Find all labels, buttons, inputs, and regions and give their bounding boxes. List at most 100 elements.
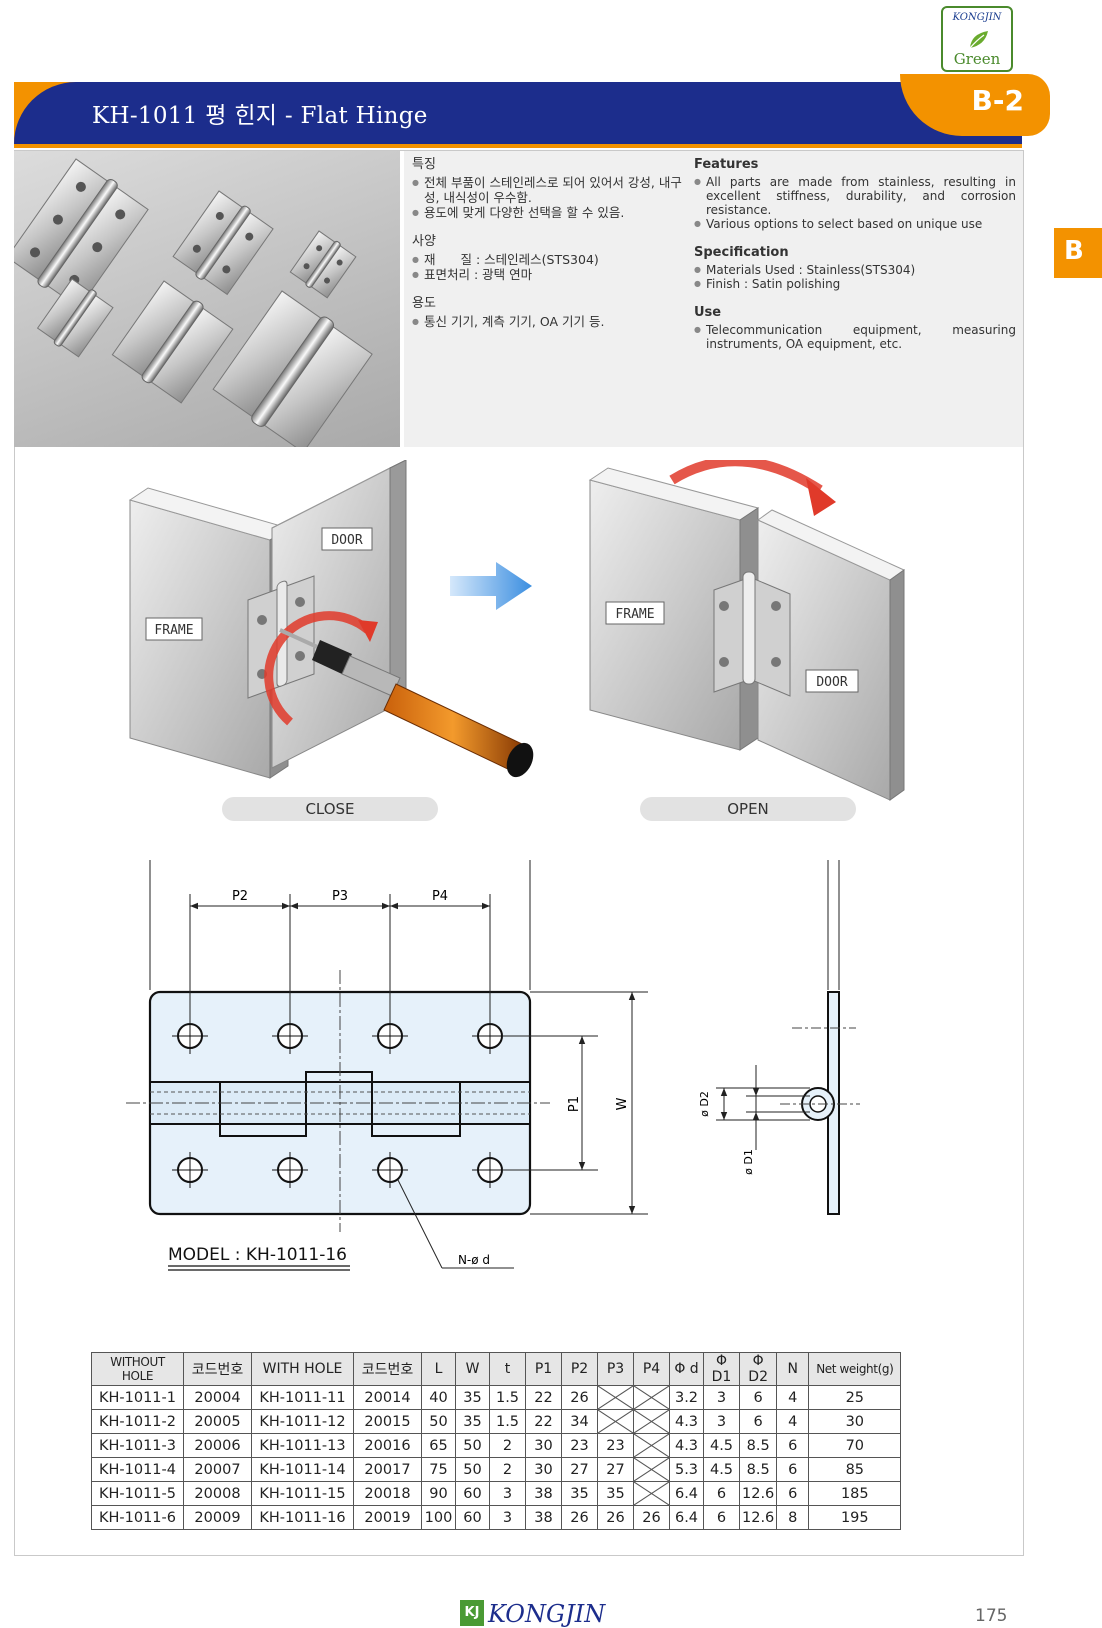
- table-cell: 23: [561, 1433, 598, 1458]
- dim-W: W: [615, 1097, 630, 1110]
- table-cell: 8.5: [738, 1457, 778, 1482]
- table-cell: 20015: [353, 1409, 422, 1434]
- table-cell: 20007: [183, 1457, 252, 1482]
- table-cell: 27: [561, 1457, 598, 1482]
- door-label-open: DOOR: [816, 675, 847, 690]
- table-cell: 6: [738, 1409, 778, 1434]
- table-cell: 6: [776, 1433, 810, 1458]
- col-P2: P2: [561, 1352, 598, 1386]
- table-cell: 27: [597, 1457, 634, 1482]
- table-cell: 20019: [353, 1505, 422, 1530]
- table-cell: 6: [703, 1505, 740, 1530]
- table-cell: 6.4: [669, 1481, 704, 1506]
- table-cell: 20006: [183, 1433, 252, 1458]
- dim-D2: ø D2: [698, 1091, 711, 1117]
- features-title-en: Features: [694, 157, 759, 172]
- logo-top-text: KONGJIN: [952, 12, 1002, 23]
- spec-title-en: Specification: [694, 245, 789, 260]
- table-cell: KH-1011-5: [91, 1481, 184, 1506]
- table-cell: 4.5: [703, 1457, 740, 1482]
- use-en: Telecommunication equipment, measuring i…: [694, 323, 1016, 351]
- table-cell: 4.3: [669, 1409, 704, 1434]
- table-cell: KH-1011-6: [91, 1505, 184, 1530]
- table-cell: KH-1011-14: [251, 1457, 354, 1482]
- table-cell: 25: [808, 1385, 902, 1410]
- table-cell: 26: [633, 1505, 670, 1530]
- table-cell: KH-1011-4: [91, 1457, 184, 1482]
- col-W: W: [455, 1352, 490, 1386]
- table-cell: 70: [808, 1433, 902, 1458]
- open-label: OPEN: [640, 797, 856, 821]
- footer-mark: KJ: [460, 1600, 484, 1626]
- table-cell: 8.5: [738, 1433, 778, 1458]
- table-cell: 20016: [353, 1433, 422, 1458]
- table-cell: KH-1011-16: [251, 1505, 354, 1530]
- table-cell: KH-1011-11: [251, 1385, 354, 1410]
- side-tab[interactable]: B: [1054, 228, 1102, 278]
- col-code: 코드번호: [353, 1352, 422, 1386]
- table-cell: 40: [421, 1385, 456, 1410]
- table-cell: 3: [489, 1481, 526, 1506]
- col-net-weight: Net weight(g): [808, 1352, 902, 1386]
- table-cell: KH-1011-1: [91, 1385, 184, 1410]
- table-cell: KH-1011-12: [251, 1409, 354, 1434]
- content-frame: [14, 150, 1024, 1556]
- table-cell: 6: [776, 1457, 810, 1482]
- brand-logo: KONGJIN Green: [941, 6, 1013, 72]
- feature-en: Various options to select based on uniqu…: [694, 217, 1016, 231]
- frame-label-open: FRAME: [615, 607, 654, 622]
- table-cell: 22: [525, 1385, 562, 1410]
- table-cell: KH-1011-3: [91, 1433, 184, 1458]
- logo-bottom-text: Green: [953, 50, 1001, 68]
- table-cell: 3: [703, 1385, 740, 1410]
- table-cell: 4: [776, 1385, 810, 1410]
- table-cell: 2: [489, 1433, 526, 1458]
- col-P4: P4: [633, 1352, 670, 1386]
- table-cell: 5.3: [669, 1457, 704, 1482]
- door-label-close: DOOR: [331, 533, 362, 548]
- info-english: Features All parts are made from stainle…: [694, 157, 1016, 365]
- table-cell: 35: [455, 1385, 490, 1410]
- not-applicable-cell: [633, 1481, 670, 1506]
- dim-P1: P1: [567, 1096, 582, 1112]
- col-N: N: [776, 1352, 810, 1386]
- table-cell: 20004: [183, 1385, 252, 1410]
- spec-ko: 재 질 : 스테인레스(STS304): [412, 252, 694, 267]
- spec-title-ko: 사양: [412, 234, 436, 249]
- product-photo: [14, 151, 400, 447]
- table-cell: KH-1011-13: [251, 1433, 354, 1458]
- table-cell: 6: [703, 1481, 740, 1506]
- table-cell: 20014: [353, 1385, 422, 1410]
- table-cell: 100: [421, 1505, 456, 1530]
- info-box: 특징 전체 부품이 스테인레스로 되어 있어서 강성, 내구성, 내식성이 우수…: [404, 151, 1023, 447]
- table-cell: 38: [525, 1481, 562, 1506]
- table-cell: 50: [455, 1457, 490, 1482]
- table-cell: 50: [421, 1409, 456, 1434]
- frame-label-close: FRAME: [154, 623, 193, 638]
- table-cell: 34: [561, 1409, 598, 1434]
- use-title-ko: 용도: [412, 296, 436, 311]
- use-ko: 통신 기기, 계측 기기, OA 기기 등.: [412, 314, 694, 329]
- dim-P3: P3: [332, 889, 348, 904]
- table-cell: 30: [525, 1433, 562, 1458]
- col-with-hole: WITH HOLE: [251, 1352, 354, 1386]
- hinge-dimension-drawing: L P2 P3 P4 P1 W N-ø d MODEL : KH-1011-16: [126, 837, 870, 1271]
- table-cell: 30: [808, 1409, 902, 1434]
- not-applicable-cell: [633, 1433, 670, 1458]
- col-D1: Φ D1: [703, 1352, 740, 1386]
- dim-P2: P2: [232, 889, 248, 904]
- table-cell: KH-1011-2: [91, 1409, 184, 1434]
- dim-P4: P4: [432, 889, 448, 904]
- table-cell: 26: [597, 1505, 634, 1530]
- col-D2: Φ D2: [738, 1352, 778, 1386]
- footer-brand-name: KONGJIN: [488, 1600, 606, 1628]
- page-title: KH-1011 평 힌지 - Flat Hinge: [92, 103, 428, 129]
- close-open-illustration: FRAME DOOR FRAME DOOR: [128, 456, 905, 801]
- table-cell: 3: [703, 1409, 740, 1434]
- use-title-en: Use: [694, 305, 722, 320]
